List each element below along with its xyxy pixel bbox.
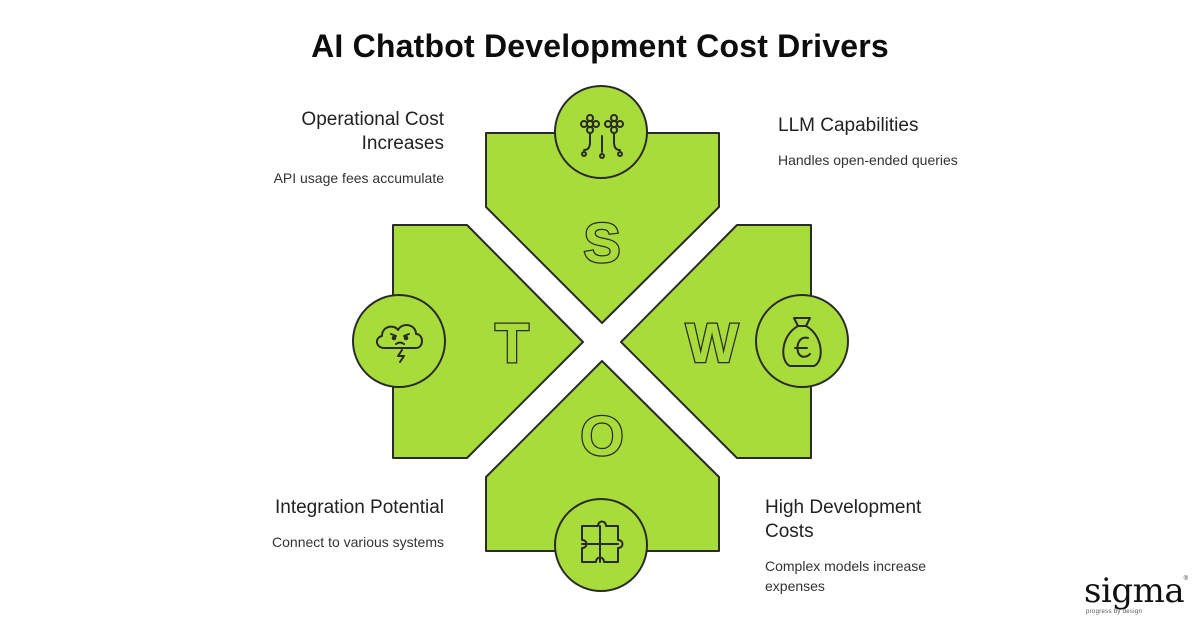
block-description: Handles open-ended queries <box>778 152 958 168</box>
letter-s: S <box>583 211 620 274</box>
page-title: AI Chatbot Development Cost Drivers <box>311 28 889 64</box>
block-title: High Development Costs <box>765 497 922 542</box>
logo-registered-mark: ® <box>1183 576 1188 582</box>
block-llm-capabilities: LLM Capabilities Handles open-ended quer… <box>778 114 978 170</box>
block-title: LLM Capabilities <box>778 115 919 136</box>
letter-t: T <box>495 311 529 374</box>
letter-o: O <box>580 404 624 467</box>
block-title: Integration Potential <box>274 497 444 518</box>
block-operational-cost: Operational Cost Increases API usage fee… <box>220 108 444 188</box>
quadrant-top <box>485 132 720 324</box>
logo-tagline: progress by design <box>1086 609 1143 615</box>
circle-left <box>352 294 446 388</box>
block-integration-potential: Integration Potential Connect to various… <box>220 496 444 552</box>
logo-word: sigma <box>1084 571 1185 611</box>
quadrant-right <box>620 224 812 459</box>
storm-cloud-icon <box>376 324 423 363</box>
block-title: Operational Cost Increases <box>301 109 444 154</box>
block-description: API usage fees accumulate <box>273 170 444 186</box>
letter-w: W <box>686 311 739 374</box>
block-description: Complex models increase expenses <box>765 558 927 594</box>
money-bag-icon <box>782 317 822 367</box>
quadrant-left <box>392 224 584 459</box>
sigma-logo: sigma progress by design ® <box>1084 574 1188 618</box>
puzzle-icon <box>581 520 624 563</box>
circle-top <box>554 85 648 179</box>
flowers-icon <box>580 114 624 159</box>
circle-right <box>755 294 849 388</box>
block-description: Connect to various systems <box>272 534 444 550</box>
block-high-development-costs: High Development Costs Complex models in… <box>765 496 975 596</box>
